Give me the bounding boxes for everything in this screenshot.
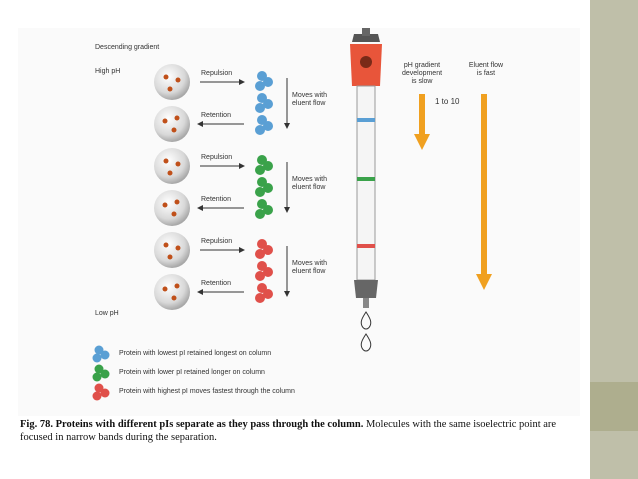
repulsion-label: Repulsion xyxy=(201,70,233,77)
low-ph-label: Low pH xyxy=(95,310,119,317)
protein-red xyxy=(255,239,273,259)
repulsion-label: Repulsion xyxy=(201,154,233,161)
retention-label: Retention xyxy=(201,196,231,203)
eluent-flow-label: eluent flow xyxy=(292,268,326,275)
column-logo-icon xyxy=(360,56,372,68)
caption-rest: Molecules with the same isoelectric poin… xyxy=(20,419,557,443)
eluent-flow-label: eluent flow xyxy=(292,184,326,191)
legend-text-green: Protein with lower pI retained longer on… xyxy=(119,369,265,376)
ratio-label: 1 to 10 xyxy=(435,97,460,106)
resin-beads xyxy=(154,64,190,310)
eluent-flow-label: eluent flow xyxy=(292,100,326,107)
figure-panel: Descending gradient High pH Low pH Repul… xyxy=(20,28,580,444)
high-ph-label: High pH xyxy=(95,68,121,75)
protein-blue xyxy=(255,115,273,135)
legend-swatch-red xyxy=(92,383,110,401)
protein-molecules xyxy=(255,71,273,303)
legend-swatch-green xyxy=(92,364,110,382)
eluent-flow-title-line-2: is fast xyxy=(476,70,496,77)
descending-gradient-label: Descending gradient xyxy=(95,44,160,51)
protein-blue xyxy=(255,93,273,113)
protein-red xyxy=(255,283,273,303)
ph-gradient-title: pH gradient development is slow xyxy=(392,62,452,86)
moves-with-label: Moves with xyxy=(292,176,328,183)
protein-red xyxy=(255,261,273,281)
column-top-connector xyxy=(352,34,380,42)
eluent-flow-title-line-1: Eluent flow xyxy=(468,62,504,69)
caption-fig-number: Fig. 78. xyxy=(20,419,53,430)
band-red xyxy=(357,244,375,248)
resin-bead xyxy=(154,148,190,184)
protein-green xyxy=(255,199,273,219)
ph-gradient-line-2: development xyxy=(401,70,443,77)
legend-swatches xyxy=(92,345,110,401)
resin-bead xyxy=(154,64,190,100)
legend-swatch-blue xyxy=(92,345,110,363)
resin-bead xyxy=(154,190,190,226)
eluent-flow-arrow-shaft xyxy=(481,94,487,274)
ph-gradient-line-3: is slow xyxy=(411,78,433,85)
eluent-flow-title: Eluent flow is fast xyxy=(458,62,514,78)
moves-with-label: Moves with xyxy=(292,92,328,99)
retention-label: Retention xyxy=(201,280,231,287)
chromatography-column xyxy=(350,28,382,352)
protein-green xyxy=(255,177,273,197)
protein-green xyxy=(255,155,273,175)
band-green xyxy=(357,177,375,181)
slide-side-accent xyxy=(590,382,638,431)
moves-with-label: Moves with xyxy=(292,260,328,267)
column-tube xyxy=(356,85,376,281)
band-blue xyxy=(357,118,375,122)
legend-text-blue: Protein with lowest pI retained longest … xyxy=(119,350,272,357)
caption-bold-text: Proteins with different pIs separate as … xyxy=(55,419,364,430)
rate-arrows xyxy=(414,94,492,290)
ph-gradient-arrow-shaft xyxy=(419,94,425,134)
interaction-arrows xyxy=(197,79,245,295)
column-bottom-fitting xyxy=(354,280,378,298)
diagram-svg xyxy=(92,28,492,401)
figure-caption: Fig. 78. Proteins with different pIs sep… xyxy=(20,418,580,444)
resin-bead xyxy=(154,274,190,310)
repulsion-label: Repulsion xyxy=(201,238,233,245)
resin-bead xyxy=(154,106,190,142)
resin-bead xyxy=(154,232,190,268)
eluent-flow-arrow-head xyxy=(476,274,492,290)
protein-blue xyxy=(255,71,273,91)
ph-gradient-arrow-head xyxy=(414,134,430,150)
ph-gradient-line-1: pH gradient xyxy=(403,62,441,69)
eluent-drop-icon xyxy=(360,311,372,330)
eluent-drop-icon xyxy=(360,333,372,352)
legend-text-red: Protein with highest pI moves fastest th… xyxy=(119,388,295,395)
retention-label: Retention xyxy=(201,112,231,119)
